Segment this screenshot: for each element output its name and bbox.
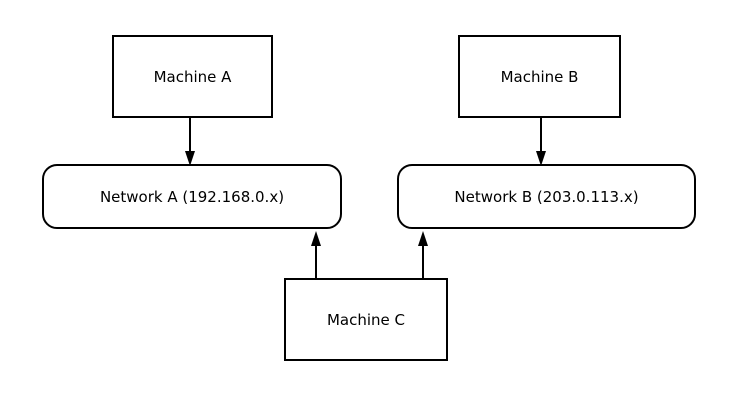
arrow-machine-a-to-network-a [185, 118, 195, 166]
arrow-machine-b-to-network-b [536, 118, 546, 166]
node-network-b: Network B (203.0.113.x) [397, 164, 696, 229]
node-machine-c: Machine C [284, 278, 448, 361]
arrow-machine-c-to-network-b [418, 231, 428, 278]
node-network-a: Network A (192.168.0.x) [42, 164, 342, 229]
node-machine-b-label: Machine B [500, 67, 579, 86]
node-machine-c-label: Machine C [326, 310, 406, 329]
arrow-machine-c-to-network-a [311, 231, 321, 278]
node-machine-a: Machine A [112, 35, 273, 118]
node-network-a-label: Network A (192.168.0.x) [99, 187, 285, 206]
node-machine-b: Machine B [458, 35, 621, 118]
node-network-b-label: Network B (203.0.113.x) [454, 187, 639, 206]
node-machine-a-label: Machine A [153, 67, 232, 86]
